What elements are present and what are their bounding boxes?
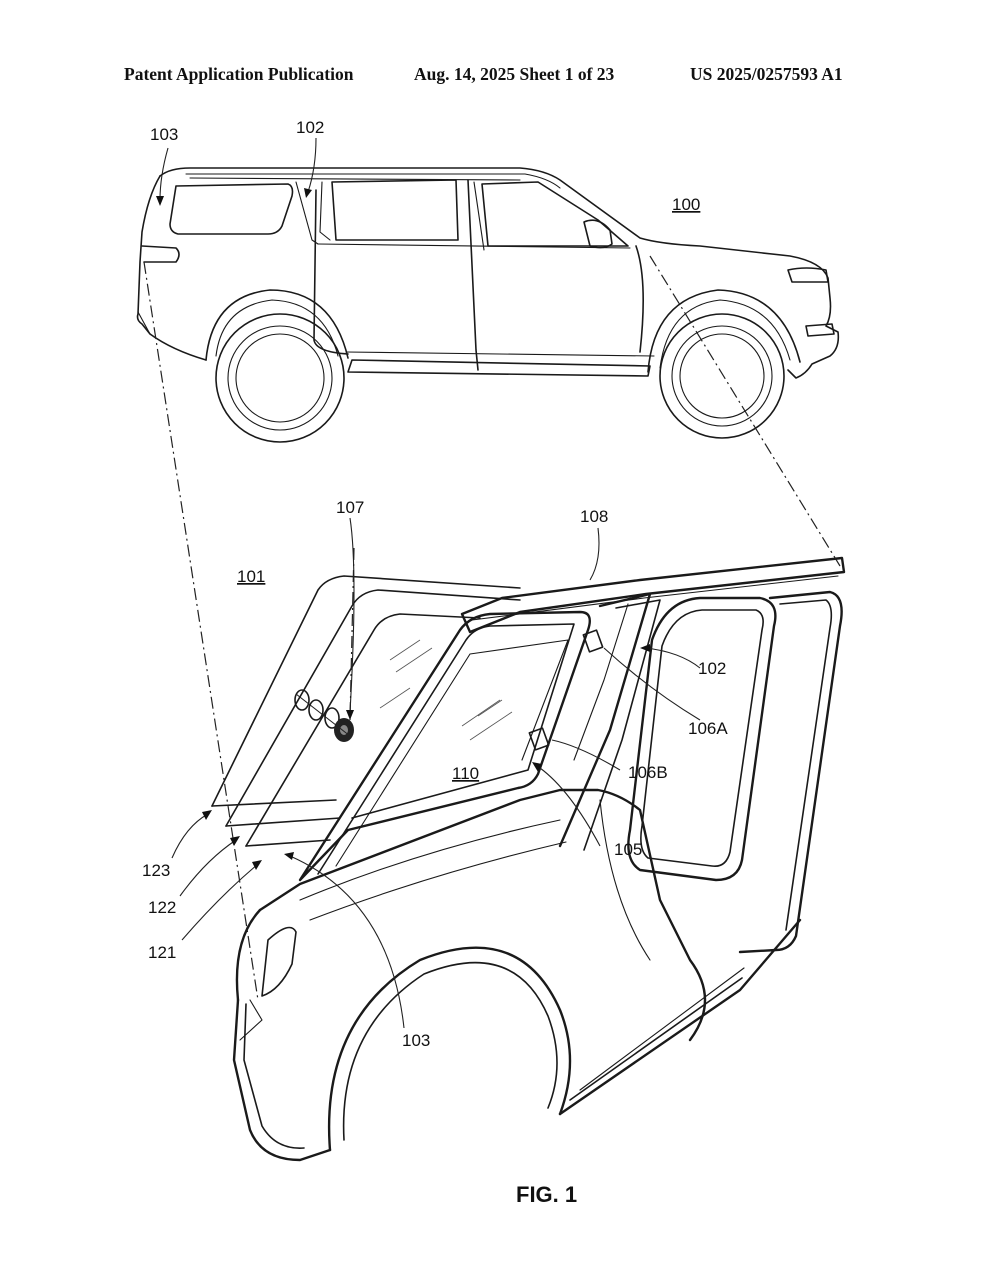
leader-lines [156, 137, 701, 1029]
ref-103-top: 103 [150, 125, 178, 144]
figure-label: FIG. 1 [516, 1182, 577, 1207]
ref-110: 110 [452, 764, 479, 783]
ref-108: 108 [580, 507, 608, 526]
projection-lines [143, 255, 841, 1001]
exploded-body-assembly [211, 556, 846, 1162]
header-date-sheet: Aug. 14, 2025 Sheet 1 of 23 [414, 64, 615, 84]
ref-121: 121 [148, 943, 176, 962]
header-patent-number: US 2025/0257593 A1 [690, 64, 843, 84]
header-publication-title: Patent Application Publication [124, 64, 354, 84]
ref-102-top: 102 [296, 118, 324, 137]
ref-106a: 106A [688, 719, 728, 738]
ref-103-bottom: 103 [402, 1031, 430, 1050]
clip-106a-icon [582, 629, 604, 653]
ref-101: 101 [237, 567, 265, 586]
ref-102-side: 102 [698, 659, 726, 678]
ref-123: 123 [142, 861, 170, 880]
ref-107: 107 [336, 498, 364, 517]
ref-100: 100 [672, 195, 700, 214]
ref-106b: 106B [628, 763, 668, 782]
clip-106b-icon [528, 727, 550, 751]
fastener-107-icon [294, 689, 354, 742]
ref-105: 105 [614, 840, 642, 859]
vehicle-side-view [136, 167, 840, 443]
ref-122: 122 [148, 898, 176, 917]
